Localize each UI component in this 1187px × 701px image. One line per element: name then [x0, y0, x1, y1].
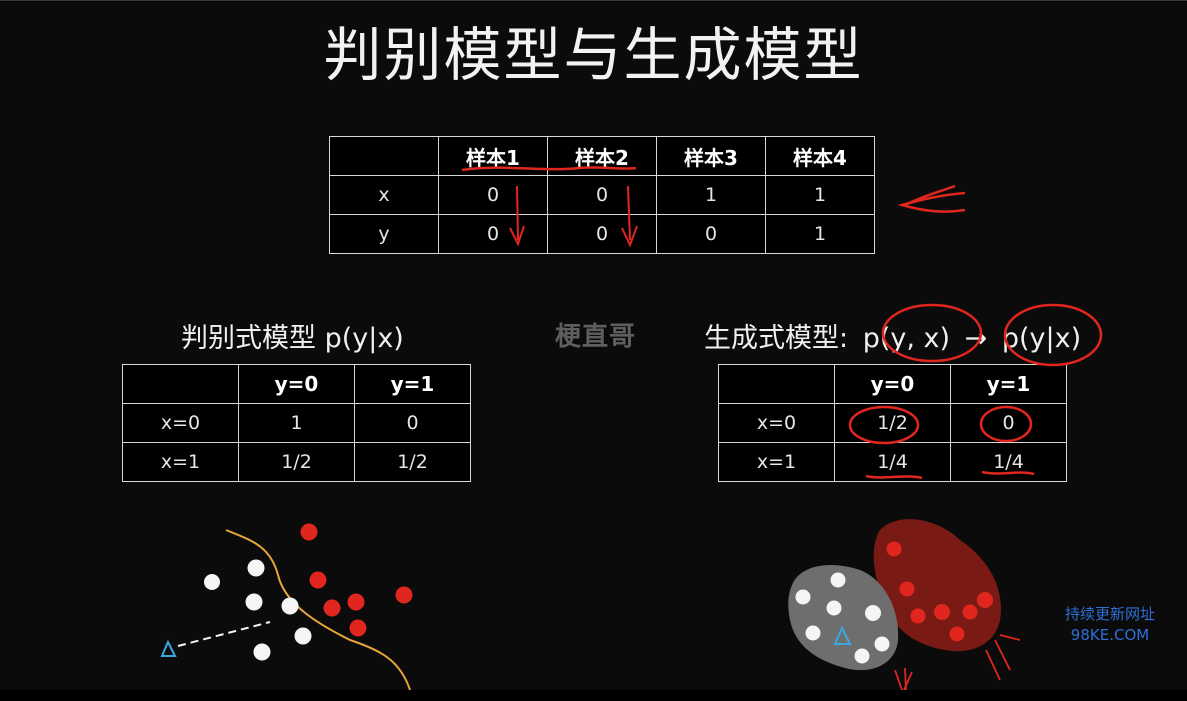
gray-cluster-blob	[788, 565, 899, 671]
white-point	[204, 574, 220, 590]
joint-probability-label: p(y, x)	[862, 323, 951, 354]
white-point	[245, 593, 263, 611]
generative-label-prefix: 生成式模型:	[704, 323, 849, 354]
white-point	[830, 572, 846, 588]
white-point	[294, 627, 312, 645]
top-border	[0, 0, 1187, 1]
white-point	[865, 605, 881, 621]
table-cell: y	[329, 214, 439, 254]
table-cell: 0	[547, 175, 657, 215]
scribble-annotation	[985, 634, 1021, 681]
table-cell: 0	[438, 175, 548, 215]
discriminative-model-label: 判别式模型 p(y|x)	[181, 323, 404, 354]
table-row: x=0 1/2 0	[718, 403, 1067, 443]
white-point	[281, 597, 299, 615]
table-cell: 0	[656, 214, 766, 254]
table-header-row: y=0 y=1	[122, 364, 471, 404]
table-cell: 1/2	[354, 442, 471, 482]
decision-boundary-curve	[225, 529, 411, 691]
red-point	[910, 608, 926, 624]
table-header-cell	[329, 136, 439, 176]
table-row: x 0 0 1 1	[329, 175, 875, 215]
down-arrow-annotation	[621, 185, 638, 248]
down-arrow-annotation	[509, 185, 525, 247]
white-point	[854, 648, 870, 664]
table-cell: 1/4	[950, 442, 1067, 482]
red-point	[886, 541, 902, 557]
table-cell: 0	[950, 403, 1067, 443]
red-point	[395, 586, 413, 604]
white-point	[874, 636, 890, 652]
watermark-corner-line2: 98KE.COM	[1070, 626, 1150, 644]
table-row: y 0 0 0 1	[329, 214, 875, 254]
discriminative-table: y=0 y=1 x=0 1 0 x=1 1/2 1/2	[122, 364, 471, 482]
generative-table: y=0 y=1 x=0 1/2 0 x=1 1/4 1/4	[718, 364, 1067, 482]
conditional-probability-label: p(y|x)	[1001, 323, 1082, 354]
red-point	[962, 604, 978, 620]
table-cell: 1	[656, 175, 766, 215]
table-header-row: 样本1 样本2 样本3 样本4	[329, 136, 875, 176]
circle-annotation	[848, 405, 920, 445]
red-point	[300, 523, 318, 541]
watermark-corner: 持续更新网址 98KE.COM	[1040, 604, 1180, 646]
red-point	[934, 604, 950, 620]
white-point	[247, 559, 265, 577]
watermark-corner-line1: 持续更新网址	[1064, 605, 1155, 623]
circle-annotation	[979, 405, 1033, 443]
red-point	[349, 619, 367, 637]
red-point	[309, 571, 327, 589]
left-arrow-annotation	[897, 184, 966, 213]
underline-annotation	[461, 166, 637, 172]
table-cell: x=0	[718, 403, 835, 443]
table-cell: 1/4	[834, 442, 951, 482]
table-cell: 1/2	[834, 403, 951, 443]
white-point	[805, 625, 821, 641]
generative-model-label: 生成式模型: p(y, x) → p(y|x)	[704, 316, 1081, 355]
bottom-bar	[0, 690, 1187, 701]
watermark-center: 梗直哥	[555, 322, 637, 352]
table-cell: 1	[765, 175, 875, 215]
table-row: x=1 1/4 1/4	[718, 442, 1067, 482]
underline-annotation	[865, 474, 923, 480]
sample-table: 样本1 样本2 样本3 样本4 x 0 0 1 1 y 0 0 0 1	[329, 136, 875, 254]
circle-annotation	[1003, 303, 1103, 367]
table-cell: 0	[438, 214, 548, 254]
red-point	[977, 592, 993, 608]
dashed-distance-line	[177, 621, 271, 647]
triangle-point	[833, 625, 852, 645]
table-cell: x=1	[718, 442, 835, 482]
red-point	[899, 581, 915, 597]
white-point	[795, 589, 811, 605]
white-point	[253, 643, 271, 661]
slide-title: 判别模型与生成模型	[323, 21, 864, 89]
red-point	[347, 593, 365, 611]
triangle-point	[160, 639, 177, 657]
table-cell: 1/2	[238, 442, 355, 482]
scribble-annotation	[894, 667, 913, 693]
red-point	[949, 626, 965, 642]
underline-annotation	[981, 470, 1035, 476]
circle-annotation	[881, 303, 983, 363]
table-row: x=1 1/2 1/2	[122, 442, 471, 482]
white-point	[826, 600, 842, 616]
table-cell: 0	[547, 214, 657, 254]
table-cell: 1	[765, 214, 875, 254]
red-point	[323, 599, 341, 617]
table-cell: 0	[354, 403, 471, 443]
